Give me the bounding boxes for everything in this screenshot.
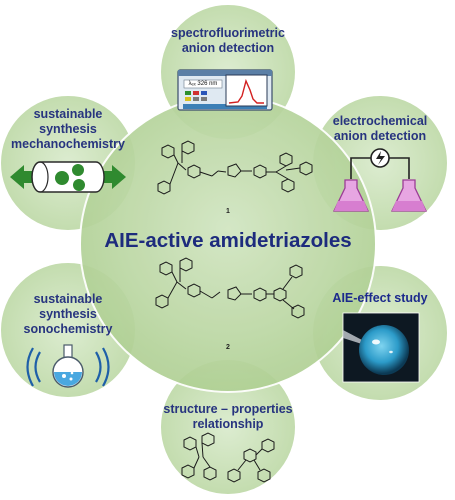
spectrometer-icon: [177, 69, 273, 111]
node-bottom-right-label: AIE-effect study: [332, 291, 428, 305]
spectrometer-readout: λₑₓ 326 nm: [188, 81, 218, 87]
molecule-2-structure: [155, 257, 305, 319]
node-bottom-left-label: sustainable synthesis sonochemistry: [23, 292, 113, 336]
compound-2-label: 2: [226, 344, 230, 351]
node-bottom-label: structure – properties relationship: [163, 402, 293, 431]
node-top-right-label: electrochemical anion detection: [332, 114, 428, 143]
ball-mill-icon: [10, 161, 126, 193]
center-title: AIE-active amidetriazoles: [104, 229, 352, 252]
structure-sketch: [181, 432, 275, 483]
molecule-1-structure: [157, 140, 313, 195]
node-top-label: spectrofluorimetric anion detection: [171, 26, 285, 55]
sonication-flask-icon: [26, 344, 110, 388]
aie-photo: [342, 312, 420, 383]
electrochemical-cell-icon: [332, 148, 428, 212]
compound-1-label: 1: [226, 208, 230, 215]
node-top-left-label: sustainable synthesis mechanochemistry: [11, 107, 125, 151]
